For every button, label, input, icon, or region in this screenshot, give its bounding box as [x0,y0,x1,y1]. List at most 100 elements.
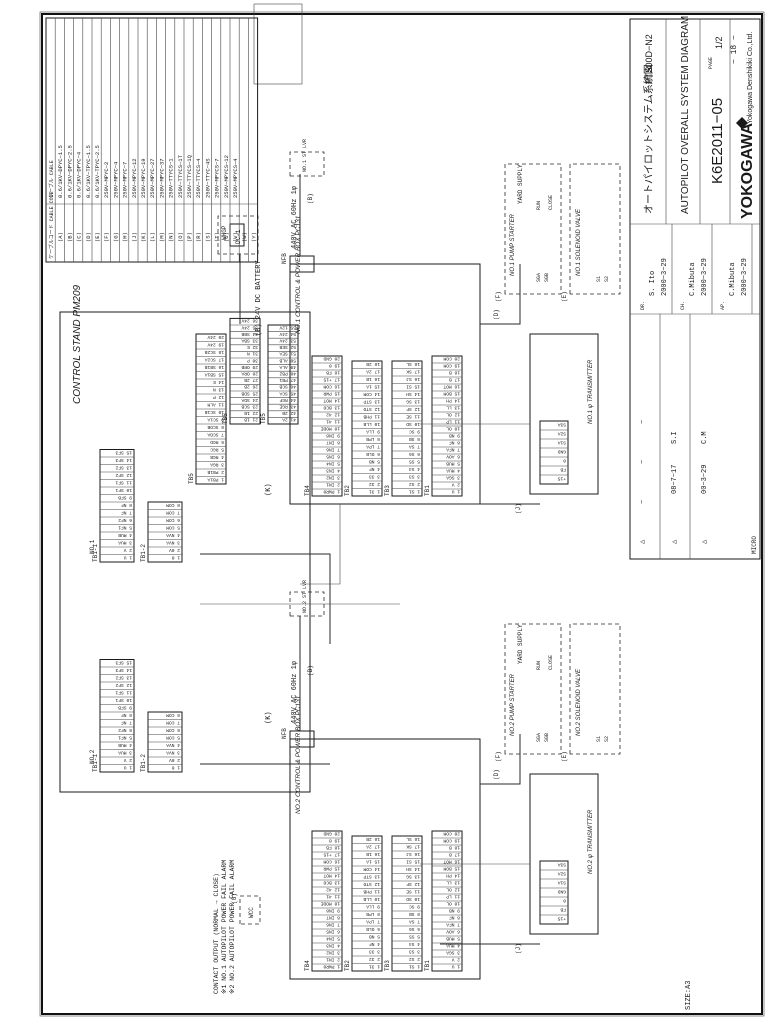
cable-table-code: (H) [122,232,129,242]
no1-tb2-terminal: 13 STP [363,398,380,404]
no1-tb1-1-terminal: 11 SF1 [115,479,132,485]
no2-tx-terminal: S2A [557,871,566,877]
no2-yard-label: YARD SUPPLY [517,624,524,664]
no1-tb1-terminal: 4 MUA [446,468,460,474]
no1-tb4-terminal: 4 IN3 [326,468,340,474]
no1-tb2-terminal: 16 1B [366,376,380,382]
cable-table-code: (W) [241,232,248,242]
no1-tb4-terminal: 16 COM [323,384,340,390]
no2-tb3-terminal: 7 SA [409,918,420,924]
cable-table-code: (D) [85,232,92,242]
no1-tb1-1-terminal: 7 NF [121,509,132,515]
no1-tb4-terminal: 3 IN2 [326,475,340,481]
no2-tb2-terminal: 16 1B [366,851,380,857]
no2-tb2-terminal: 2 32 [369,956,380,962]
no1-tb3-terminal: 17 SK [406,368,420,374]
tb5a-terminal: 6 RGD [210,439,224,445]
no2-tb1-1-terminal: 9 SFB [118,704,132,710]
no2-tb3-terminal: 6 S6 [409,926,420,932]
cable-table-code: (C) [76,232,83,242]
cable-table-code: (U) [223,232,230,242]
no1-valve-label: NO.1 SOLENOID VALVE [576,208,582,276]
no1-pump-tag: (F) [495,291,502,302]
no1-tb3-terminal: 9 SC [409,428,420,434]
approval-name: C.Mibuta [689,262,697,296]
no1-tb1-terminal: 19 COM [443,363,460,369]
no2-tb1-1-terminal: 4 MUB [118,742,132,748]
tb5c-frame [267,324,299,425]
no1-tb1-label: TB1 [424,485,431,496]
no1-s1: S1 [596,276,602,282]
no2-tb4-terminal: 20 GND [323,831,340,837]
micro-label: MICRO [751,536,758,554]
cable-table-code: (M) [158,232,165,242]
cable-table-code: (B) [66,232,73,242]
no1-j-tag: (J) [515,503,522,514]
no1-tb1-1-terminal: 15 SF3 [115,449,132,455]
no1-tb2-terminal: 14 COM [363,391,380,397]
rev-header-cell: − [639,420,647,424]
no2-tx-terminal: S1A [557,880,566,886]
no1-tb1-1-terminal: 12 SF2 [115,472,132,478]
no2-tb2-terminal: 10 LLB [363,896,380,902]
no1-tb2-terminal: 15 1A [366,383,380,389]
no1-tb1-terminal: 20 COM [443,356,460,362]
no2-tb2-terminal: 9 LLA [366,903,380,909]
tb5a-terminal: 15 SB1A [204,371,224,377]
no2-tb1-2-terminal: 3 NVA [166,749,180,755]
k-label-1: (K) [265,483,273,496]
no1-valve-tag: (E) [561,291,568,302]
approval-date: 2000−3−29 [701,258,709,296]
no1-tb3-terminal: 13 SG [406,398,420,404]
no1-tb3-terminal: 3 S3 [409,473,420,479]
page-number: − 18 − [730,35,739,64]
no1-tb2-terminal: 10 LLB [363,421,380,427]
no1-tb1-1-terminal: 1 U [123,554,132,560]
no2-tb2-label: TB2 [344,960,351,971]
dc1-label: DC−1 [235,229,242,244]
no1-tb4-terminal: 20 GND [323,356,340,362]
no2-tb1-1-terminal: 13 SF2 [115,674,132,680]
wcc-label: WCC [248,907,255,918]
no1-tb4-terminal: 8 IN7 [326,440,340,446]
no2-sgb: SGB [544,733,550,742]
no2-s1: S1 [596,736,602,742]
tb5b-terminal: 23 SCB [241,404,258,410]
no1-close: CLOSE [548,195,554,210]
approval-date: 2000−3−29 [661,258,669,296]
no2-tb2-terminal: 18 2B [366,836,380,842]
no1-tb1-terminal: 12 OL [446,412,460,418]
no2-tb4-terminal: 14 MOT [323,873,340,879]
tb5a-terminal: 16 SB1B [204,364,224,370]
no2-tb1-1-terminal: 1 U [123,764,132,770]
no2-tx-terminal: S3A [557,862,566,868]
no2-tb2-terminal: 6 OLB [366,926,380,932]
no1-pump-starter [504,163,562,295]
no2-tb1-1-terminal: 12 SF2 [115,682,132,688]
tb5b-terminal: 31 N [247,351,258,357]
no2-tb1-terminal: 16 MOT [443,859,460,865]
no2-tb3-terminal: 12 SF [406,881,420,887]
no1-tb1-terminal: 16 MOT [443,384,460,390]
cable-table-cable: 0.6/1KV−TPYC−2.5 [94,145,101,198]
rev-header-cell: − [639,500,647,504]
no2-valve-tag: (E) [561,751,568,762]
no2-tb2-terminal: 7 LPA [366,918,380,924]
no1-tb3-terminal: 11 SE [406,413,420,419]
tb5b-terminal: 29 ORB [241,364,258,370]
no1-tb3-terminal: 12 SF [406,406,420,412]
no2-tb3-terminal: 13 SG [406,873,420,879]
no2-tb1-label: TB1 [424,960,431,971]
cable-table-cable: 0.6/1KV−DPYC−2.5 [66,145,73,198]
tb5b-terminal: 21 1B [244,417,258,423]
cable-table-code: (S) [204,232,211,242]
tb5a-terminal: 8 SCOB [207,424,224,430]
no2-tx-terminal: +15 [557,916,566,922]
cable-table-frame [45,17,259,263]
no2-tb3-terminal: 4 S4 [409,941,420,947]
